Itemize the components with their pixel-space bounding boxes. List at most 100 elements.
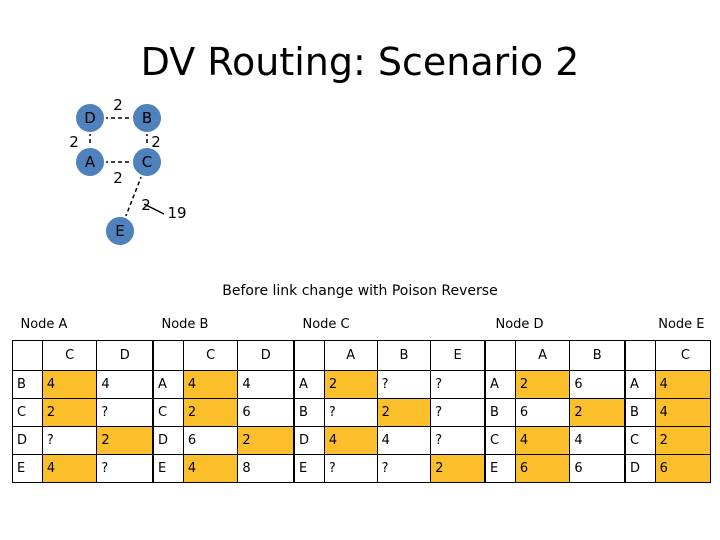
edge-c-e-cost: 2: [141, 196, 151, 214]
node-d: D: [74, 102, 106, 134]
table-cell: 4: [41, 369, 98, 399]
routing-table-node-a: Node A C D B 4 4 C 2 ? D ? 2 E 4 ?: [12, 310, 153, 483]
table-caption: Node A: [20, 317, 68, 333]
node-a-label: A: [85, 153, 96, 171]
table-cell: 4: [182, 453, 239, 483]
column-header: C: [182, 339, 239, 371]
table-cell: 8: [237, 453, 294, 483]
row-dest: D: [12, 425, 43, 455]
table-row: C 2 6: [153, 397, 294, 427]
row-dest: E: [294, 453, 325, 483]
table-row: B ? 2 ?: [294, 397, 485, 427]
edge-c-e: [119, 161, 148, 232]
table-row: B 4 4: [12, 369, 153, 399]
table-row: D ? 2: [12, 425, 153, 455]
table-caption: Node E: [658, 317, 705, 333]
network-graph: D B A C E 2 2 2 2 2 19: [69, 96, 187, 247]
column-header: A: [514, 339, 571, 371]
table-cell: 4: [237, 369, 294, 399]
table-cell: 4: [514, 425, 571, 455]
table-caption: Node B: [161, 317, 209, 333]
table-cell: ?: [430, 369, 485, 399]
node-e-label: E: [115, 222, 124, 240]
table-cell: 6: [182, 425, 239, 455]
column-header: C: [654, 339, 712, 371]
table-cell: ?: [323, 453, 378, 483]
table-cell: 2: [323, 369, 378, 399]
table-corner-cell: [153, 339, 184, 371]
node-b: B: [131, 102, 163, 134]
table-corner-cell: [294, 339, 325, 371]
table-cell: 2: [514, 369, 571, 399]
table-row: E 6 6: [485, 453, 625, 483]
row-dest: D: [625, 453, 656, 483]
table-cell: 6: [237, 397, 294, 427]
table-cell: 4: [182, 369, 239, 399]
table-cell: 4: [654, 369, 712, 399]
node-c-label: C: [142, 153, 152, 171]
table-row: E 4 8: [153, 453, 294, 483]
table-cell: 6: [514, 397, 571, 427]
row-dest: D: [294, 425, 325, 455]
routing-tables: Node A C D B 4 4 C 2 ? D ? 2 E 4 ? Node: [0, 310, 720, 490]
table-cell: 6: [514, 453, 571, 483]
column-header: D: [237, 339, 294, 371]
row-dest: E: [153, 453, 184, 483]
routing-table-node-c: Node C A B E A 2 ? ? B ? 2 ? D 4 4 ? E ?: [294, 310, 485, 483]
row-dest: C: [153, 397, 184, 427]
scenario-subtitle: Before link change with Poison Reverse: [0, 283, 720, 299]
table-row: A 2 6: [485, 369, 625, 399]
table-row: A 4 4: [153, 369, 294, 399]
table-cell: ?: [41, 425, 98, 455]
table-corner-cell: [625, 339, 656, 371]
scenario-subtitle-text: Before link change with Poison Reverse: [222, 283, 498, 299]
table-row: D 6: [625, 453, 712, 483]
table-cell: ?: [376, 453, 432, 483]
column-header: B: [569, 339, 625, 371]
edge-a-c-cost: 2: [113, 169, 123, 187]
column-header: C: [41, 339, 98, 371]
table-cell: 4: [569, 425, 625, 455]
column-header: E: [430, 339, 485, 371]
column-header: A: [323, 339, 378, 371]
edge-b-c-cost: 2: [151, 133, 161, 151]
table-corner-cell: [485, 339, 516, 371]
table-cell: 2: [376, 397, 432, 427]
row-dest: C: [625, 425, 656, 455]
slide-title: DV Routing: Scenario 2: [140, 40, 580, 84]
table-cell: 4: [654, 397, 712, 427]
routing-table-node-e: Node E C A 4 B 4 C 2 D 6: [625, 310, 712, 483]
table-caption: Node C: [302, 317, 350, 333]
table-row: A 2 ? ?: [294, 369, 485, 399]
table-cell: ?: [96, 397, 153, 427]
table-cell: 4: [323, 425, 378, 455]
edge-d-b-cost: 2: [113, 96, 123, 114]
table-row: C 2: [625, 425, 712, 455]
table-row: D 4 4 ?: [294, 425, 485, 455]
column-header: D: [96, 339, 153, 371]
table-cell: 6: [654, 453, 712, 483]
table-cell: ?: [376, 369, 432, 399]
node-a: A: [74, 146, 106, 178]
row-dest: A: [485, 369, 516, 399]
table-cell: 4: [376, 425, 432, 455]
row-dest: C: [485, 425, 516, 455]
table-row: B 6 2: [485, 397, 625, 427]
row-dest: C: [12, 397, 43, 427]
node-e: E: [104, 215, 136, 247]
table-cell: 4: [96, 369, 153, 399]
table-cell: 2: [96, 425, 153, 455]
node-c: C: [131, 146, 163, 178]
table-row: D 6 2: [153, 425, 294, 455]
node-d-label: D: [84, 109, 96, 127]
table-caption: Node D: [495, 317, 544, 333]
table-cell: 2: [182, 397, 239, 427]
change-pointer: [143, 203, 165, 215]
table-row: C 4 4: [485, 425, 625, 455]
row-dest: D: [153, 425, 184, 455]
table-cell: 2: [237, 425, 294, 455]
table-cell: 6: [569, 369, 625, 399]
table-cell: ?: [96, 453, 153, 483]
table-row: C 2 ?: [12, 397, 153, 427]
row-dest: A: [294, 369, 325, 399]
